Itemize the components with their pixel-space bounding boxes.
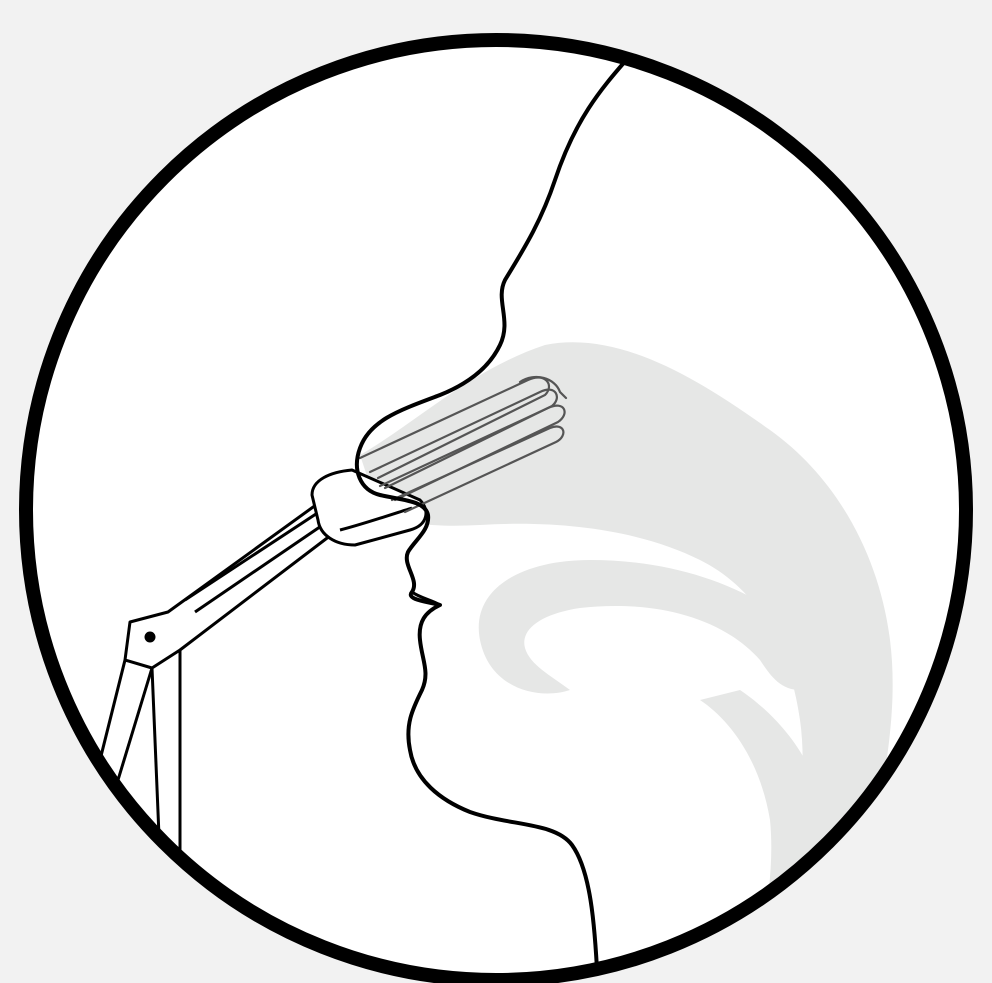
nasal-speculum-diagram: [0, 0, 992, 983]
illustration: [0, 0, 992, 983]
